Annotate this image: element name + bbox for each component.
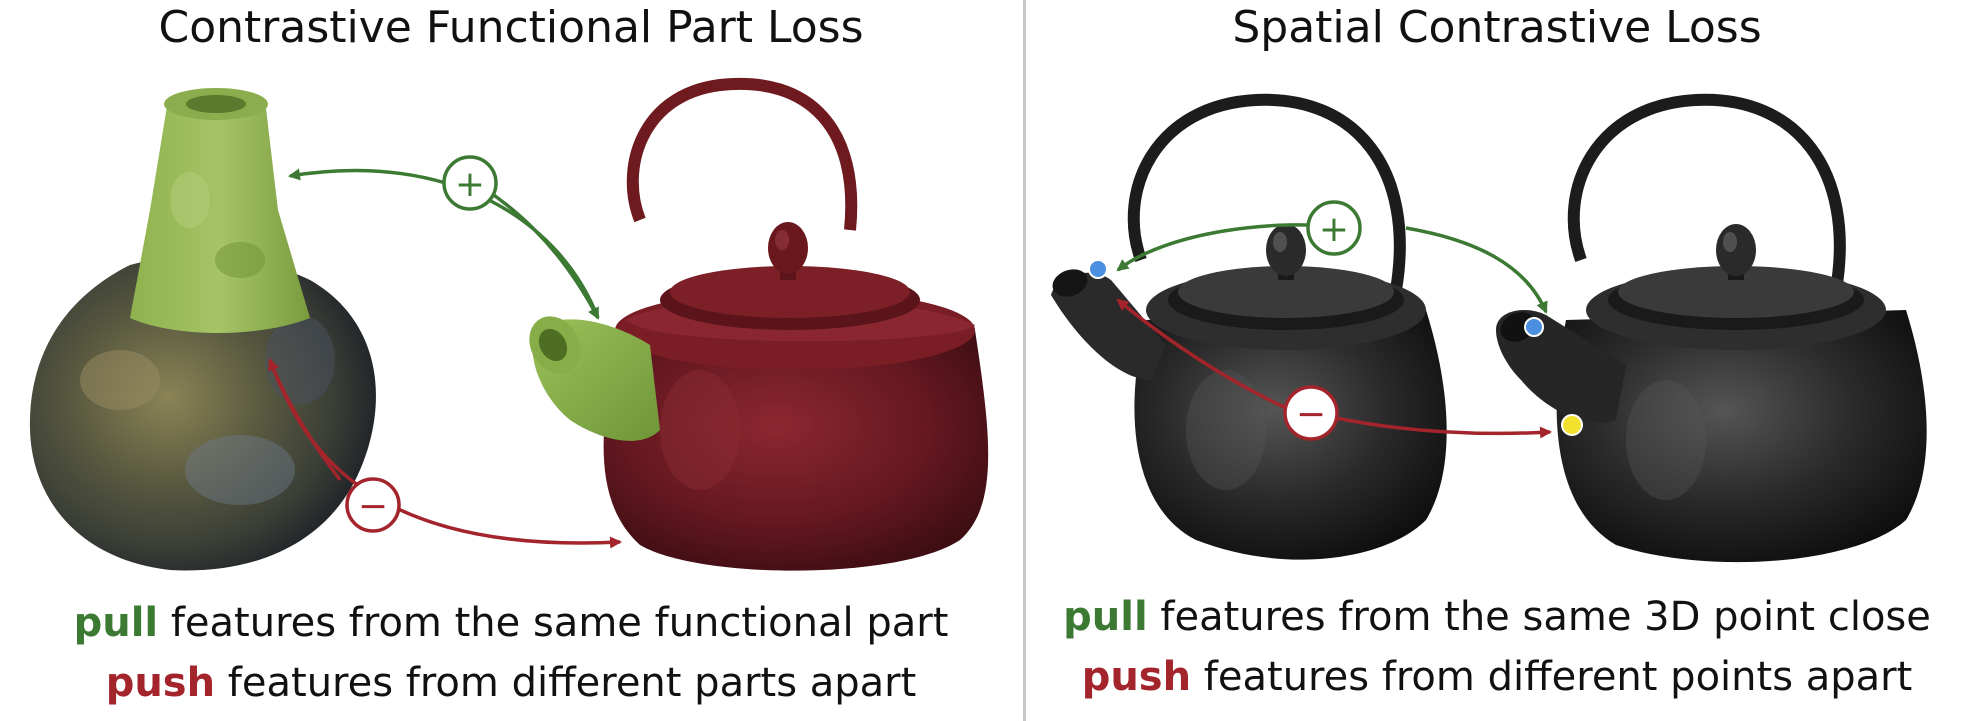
pull-keyword: pull [73,600,159,646]
push-arrow-head [267,358,342,482]
minus-circle-icon: − [1283,385,1339,441]
plus-circle-icon: + [442,155,498,211]
panel-title: Contrastive Functional Part Loss [158,2,864,53]
panel-divider [1023,0,1026,721]
sample-point-left [1088,259,1108,279]
spatial-contrastive-loss-panel: Spatial Contrastive Loss [1026,0,1968,721]
functional-part-loss-panel: Contrastive Functional Part Loss [0,2,1022,708]
push-text: features from different points apart [1191,654,1913,700]
matching-point-right [1524,317,1544,337]
push-text: features from different parts apart [215,660,917,706]
plus-circle-icon: + [1306,200,1362,256]
push-arrow [1116,298,1287,410]
svg-text:+: + [1319,209,1349,250]
black-teapot-right [1496,93,1927,563]
spatial-contrastive-scene: + − [1051,93,1927,563]
caption-pull: pull features from the same 3D point clo… [1026,592,1968,642]
pull-text: features from the same functional part [158,600,949,646]
push-arrow-head [1335,416,1552,439]
black-teapot-left [1051,93,1447,560]
pull-arrow-head [1405,226,1548,314]
vase-neck-highlight [130,100,310,333]
pull-text: features from the same 3D point close [1147,594,1931,640]
functional-part-scene: + − [29,77,989,571]
svg-text:+: + [455,164,485,205]
caption-pull: pull features from the same functional p… [0,598,1022,648]
push-keyword: push [105,660,216,706]
caption-push: push features from different points apar… [1026,652,1968,702]
different-point-right [1561,414,1583,436]
minus-circle-icon: − [345,477,401,533]
red-teapot-object [529,77,989,571]
svg-text:−: − [1296,394,1326,435]
panel-title: Spatial Contrastive Loss [1232,2,1762,53]
caption-push: push features from different parts apart [0,658,1022,708]
pull-keyword: pull [1063,594,1148,640]
vase-object [29,88,376,571]
svg-text:−: − [358,486,388,527]
push-keyword: push [1081,654,1192,700]
